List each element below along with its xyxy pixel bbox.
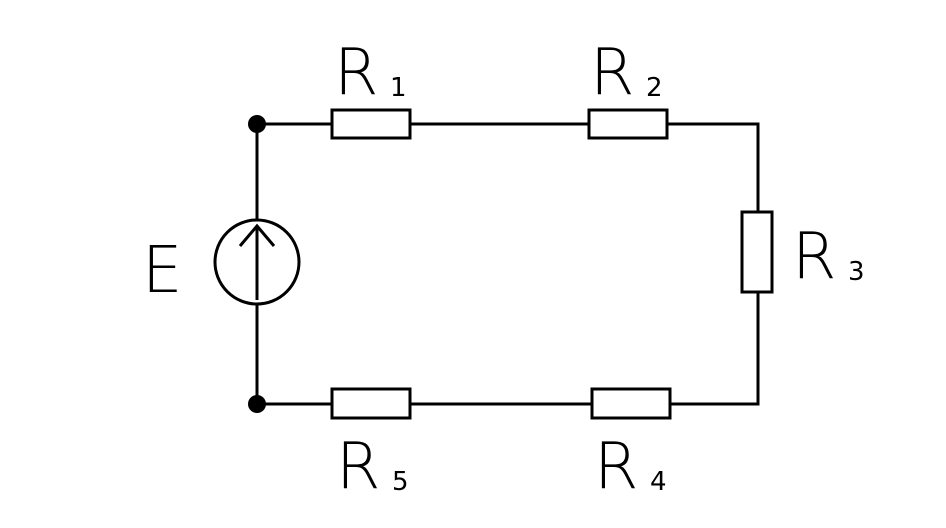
label-r3: R 3	[792, 220, 865, 294]
wire-right	[668, 290, 760, 406]
wires	[255, 122, 760, 406]
label-r1: R 1	[334, 36, 407, 110]
label-r4: R 4	[594, 430, 667, 504]
voltage-source	[213, 218, 301, 306]
arrow-up-icon	[238, 223, 276, 300]
label-r1-name: R	[334, 36, 378, 110]
resistor-r2	[587, 108, 669, 140]
label-r2: R 2	[590, 36, 663, 110]
node-top-left	[248, 115, 266, 133]
label-r3-name: R	[792, 220, 836, 294]
label-r3-index: 3	[848, 257, 865, 287]
label-r5: R 5	[336, 430, 409, 504]
label-r1-index: 1	[390, 73, 407, 103]
label-r5-name: R	[336, 430, 380, 504]
label-r2-index: 2	[646, 73, 663, 103]
source-label: E	[142, 234, 182, 308]
label-r2-name: R	[590, 36, 634, 110]
label-r4-name: R	[594, 430, 638, 504]
wire-top	[255, 122, 760, 214]
resistor-r1	[330, 108, 412, 140]
resistor-r3	[740, 210, 774, 294]
label-r5-index: 5	[392, 467, 409, 497]
resistor-r4	[590, 387, 672, 420]
label-r4-index: 4	[650, 467, 667, 497]
node-bottom-left	[248, 395, 266, 413]
resistor-r5	[330, 387, 412, 420]
